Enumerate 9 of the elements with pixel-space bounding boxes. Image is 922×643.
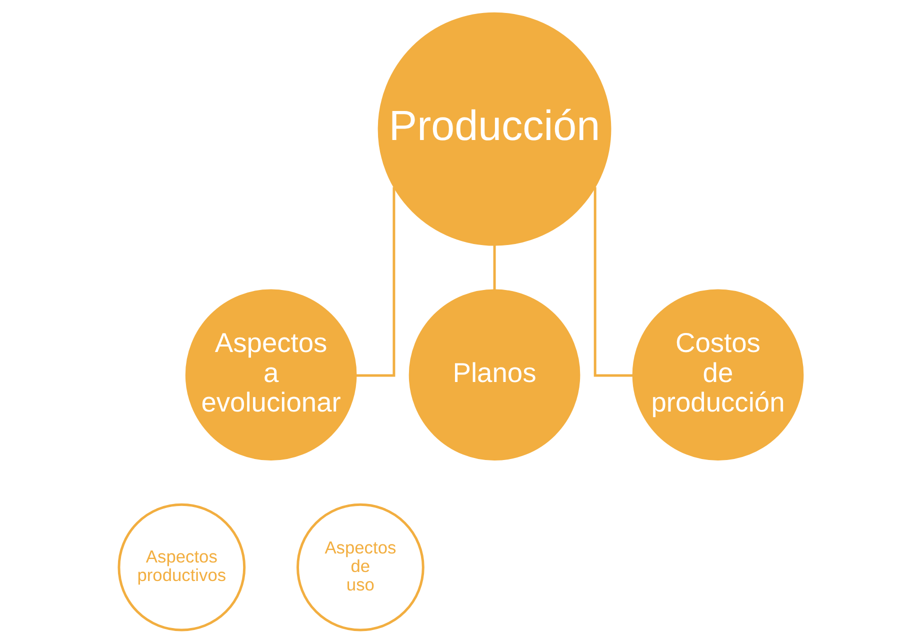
node-circle: Producción xyxy=(378,12,612,246)
node-circle: Planos xyxy=(408,289,580,461)
node-circle: Costos de producción xyxy=(632,289,804,461)
node-circle: Aspectos productivos xyxy=(118,503,246,632)
connector xyxy=(594,187,633,377)
node-circle: Aspectos a evolucionar xyxy=(185,289,357,461)
connector xyxy=(356,187,396,377)
connector xyxy=(493,246,496,290)
node-circle: Aspectos de uso xyxy=(296,503,424,632)
